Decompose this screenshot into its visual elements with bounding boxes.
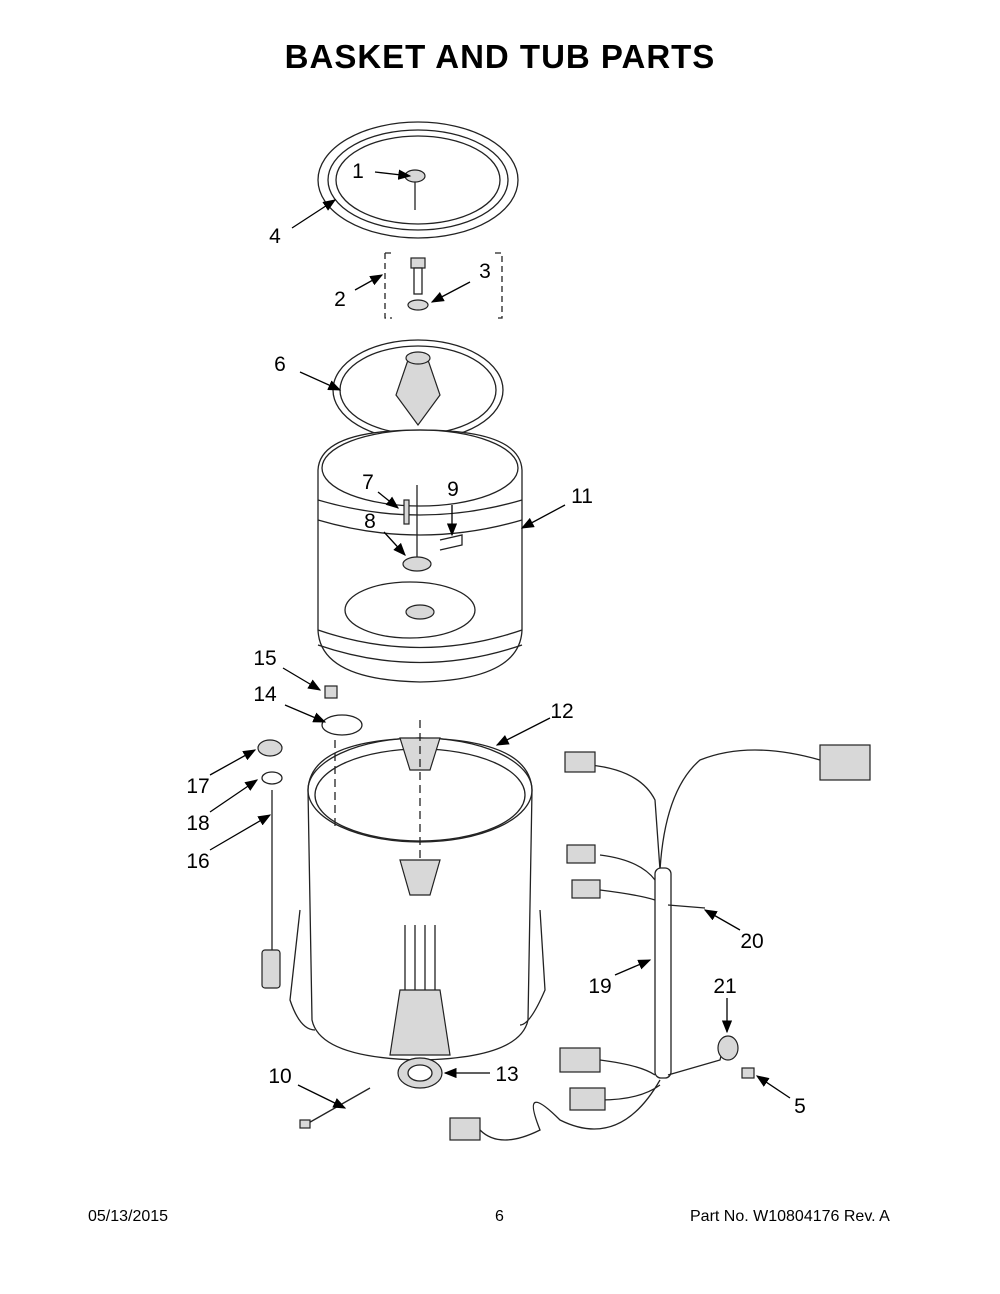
bolt-and-washer-part bbox=[384, 252, 503, 319]
callout-arrow-1 bbox=[374, 169, 412, 180]
callout-arrow-20 bbox=[703, 909, 741, 931]
callout-arrow-3 bbox=[430, 281, 471, 303]
footer-page-number: 6 bbox=[495, 1208, 504, 1225]
callout-arrow-16 bbox=[209, 814, 272, 851]
balance-ring-part bbox=[317, 121, 519, 239]
wire-harness-part bbox=[449, 744, 871, 1141]
callout-label-12: 12 bbox=[550, 700, 573, 723]
callout-label-1: 1 bbox=[352, 160, 364, 183]
footer-part-number: Part No. W10804176 Rev. A bbox=[690, 1208, 890, 1225]
callout-label-16: 16 bbox=[186, 850, 209, 873]
callout-label-5: 5 bbox=[794, 1095, 806, 1118]
callout-label-6: 6 bbox=[274, 353, 286, 376]
callout-arrow-4 bbox=[291, 199, 337, 229]
callout-arrow-18 bbox=[209, 779, 259, 813]
callout-label-8: 8 bbox=[364, 510, 376, 533]
callout-label-10: 10 bbox=[268, 1065, 291, 1088]
callout-arrow-6 bbox=[299, 371, 342, 391]
callout-arrow-7 bbox=[377, 491, 400, 509]
callout-label-7: 7 bbox=[362, 471, 374, 494]
callout-label-21: 21 bbox=[713, 975, 736, 998]
callout-arrow-12 bbox=[495, 717, 551, 746]
tub-seal-part bbox=[397, 1057, 443, 1089]
callout-label-14: 14 bbox=[253, 683, 277, 706]
callout-arrow-10 bbox=[297, 1084, 347, 1109]
footer-date: 05/13/2015 bbox=[88, 1208, 169, 1225]
callout-arrow-14 bbox=[284, 704, 327, 723]
callout-label-15: 15 bbox=[253, 647, 276, 670]
page-title: BASKET AND TUB PARTS bbox=[284, 38, 716, 75]
callout-arrow-8 bbox=[383, 531, 406, 556]
callout-label-17: 17 bbox=[186, 775, 209, 798]
callout-label-18: 18 bbox=[186, 812, 209, 835]
callout-arrow-15 bbox=[282, 667, 322, 691]
callout-arrow-19 bbox=[614, 959, 652, 976]
callout-arrow-17 bbox=[209, 749, 257, 776]
callout-label-13: 13 bbox=[495, 1063, 518, 1086]
callout-label-20: 20 bbox=[740, 930, 763, 953]
outer-tub-part bbox=[289, 720, 546, 1061]
callout-label-9: 9 bbox=[447, 478, 459, 501]
basket-part bbox=[317, 429, 523, 683]
cable-tie-part bbox=[299, 1087, 371, 1129]
cover-and-screw-part bbox=[321, 685, 363, 736]
pressure-sensor-parts bbox=[257, 739, 283, 989]
callout-label-2: 2 bbox=[334, 288, 346, 311]
impeller-part bbox=[332, 339, 504, 441]
callout-label-4: 4 bbox=[269, 225, 281, 248]
callout-label-11: 11 bbox=[571, 485, 593, 508]
callout-label-19: 19 bbox=[588, 975, 611, 998]
callout-arrow-11 bbox=[520, 504, 566, 529]
callout-arrow-2 bbox=[354, 274, 384, 291]
callout-label-3: 3 bbox=[479, 260, 491, 283]
callout-arrow-5 bbox=[755, 1075, 791, 1099]
